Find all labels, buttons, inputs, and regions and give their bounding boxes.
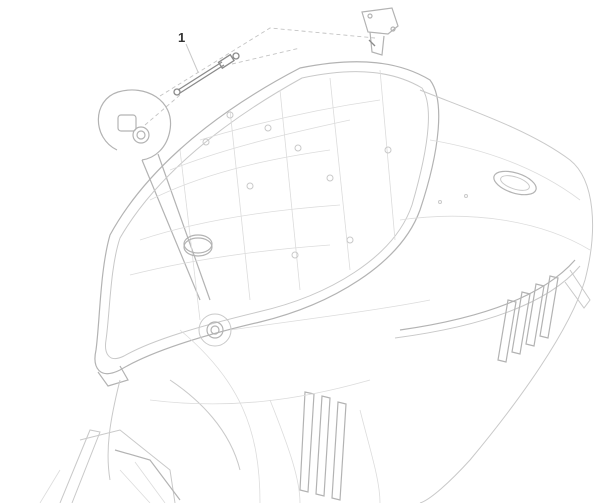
footboard[interactable] [39,329,371,503]
callout-label-1: 1 [178,30,186,45]
detail-magnifier[interactable] [97,89,211,301]
bushing-icon [117,114,150,144]
side-body-panel[interactable] [229,89,593,503]
helmet-compartment-tub[interactable] [94,61,440,387]
seat-strut-part[interactable] [173,43,240,96]
seat-hinge-bracket[interactable] [361,7,399,56]
side-vent-grille[interactable] [269,275,559,503]
assembly-dashed-lines [144,27,376,126]
